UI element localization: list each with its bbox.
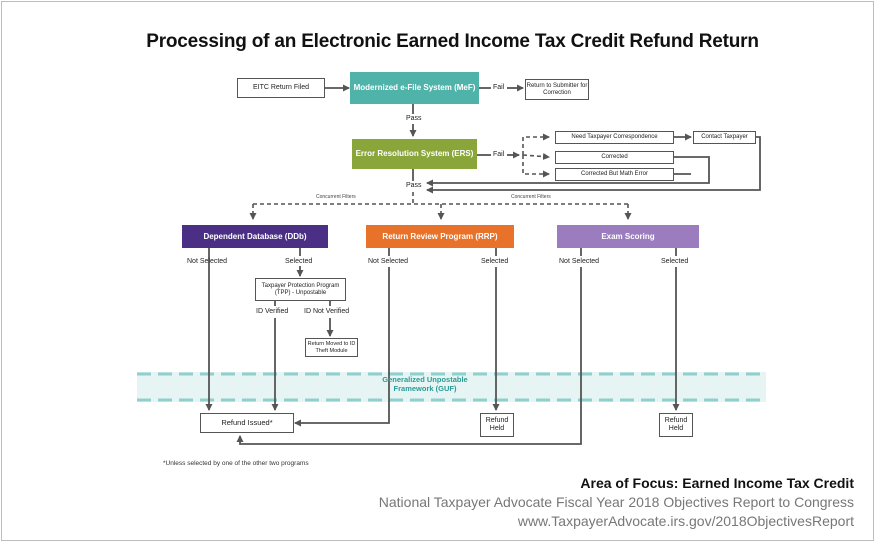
ers-box: Error Resolution System (ERS): [352, 139, 477, 169]
id-not-verified-label: ID Not Verified: [304, 308, 350, 315]
rrp-not-selected-label: Not Selected: [368, 258, 409, 265]
ddb-not-selected-label: Not Selected: [187, 258, 228, 265]
rrp-selected-label: Selected: [481, 258, 509, 265]
contact-taxpayer-box: Contact Taxpayer: [693, 131, 756, 144]
return-to-submitter-box: Return to Submitter for Correction: [525, 79, 589, 100]
rrp-box: Return Review Program (RRP): [366, 225, 514, 248]
need-taxpayer-correspondence-box: Need Taxpayer Correspondence: [555, 131, 674, 144]
exam-refund-held-box: Refund Held: [659, 413, 693, 437]
id-theft-module-box: Return Moved to ID Theft Module: [305, 338, 358, 357]
guf-band: [137, 372, 766, 402]
ddb-selected-label: Selected: [285, 258, 313, 265]
refund-issued-box: Refund Issued*: [200, 413, 294, 433]
mef-box: Modernized e-File System (MeF): [350, 72, 479, 104]
ers-fail-label: Fail: [493, 151, 505, 158]
corrected-box: Corrected: [555, 151, 674, 164]
concurrent-filters-left-label: Concurrent Filters: [316, 194, 356, 200]
source-url: www.TaxpayerAdvocate.irs.gov/2018Objecti…: [517, 513, 854, 529]
ers-pass-label: Pass: [406, 182, 422, 189]
exam-not-selected-label: Not Selected: [559, 258, 600, 265]
concurrent-filters-right-label: Concurrent Filters: [511, 194, 551, 200]
footnote: *Unless selected by one of the other two…: [163, 460, 309, 467]
eitc-return-filed-box: EITC Return Filed: [237, 78, 325, 98]
mef-pass-label: Pass: [406, 115, 422, 122]
mef-fail-label: Fail: [493, 84, 505, 91]
exam-scoring-box: Exam Scoring: [557, 225, 699, 248]
diagram-title: Processing of an Electronic Earned Incom…: [146, 31, 759, 52]
source-report-title: National Taxpayer Advocate Fiscal Year 2…: [378, 494, 854, 510]
source-area-of-focus: Area of Focus: Earned Income Tax Credit: [580, 475, 854, 491]
exam-selected-label: Selected: [661, 258, 689, 265]
id-verified-label: ID Verified: [256, 308, 289, 315]
rrp-refund-held-box: Refund Held: [480, 413, 514, 437]
tpp-box: Taxpayer Protection Program (TPP) - Unpo…: [255, 278, 346, 301]
corrected-math-error-box: Corrected But Math Error: [555, 168, 674, 181]
ddb-box: Dependent Database (DDb): [182, 225, 328, 248]
guf-label: Generalized Unpostable Framework (GUF): [382, 375, 468, 393]
